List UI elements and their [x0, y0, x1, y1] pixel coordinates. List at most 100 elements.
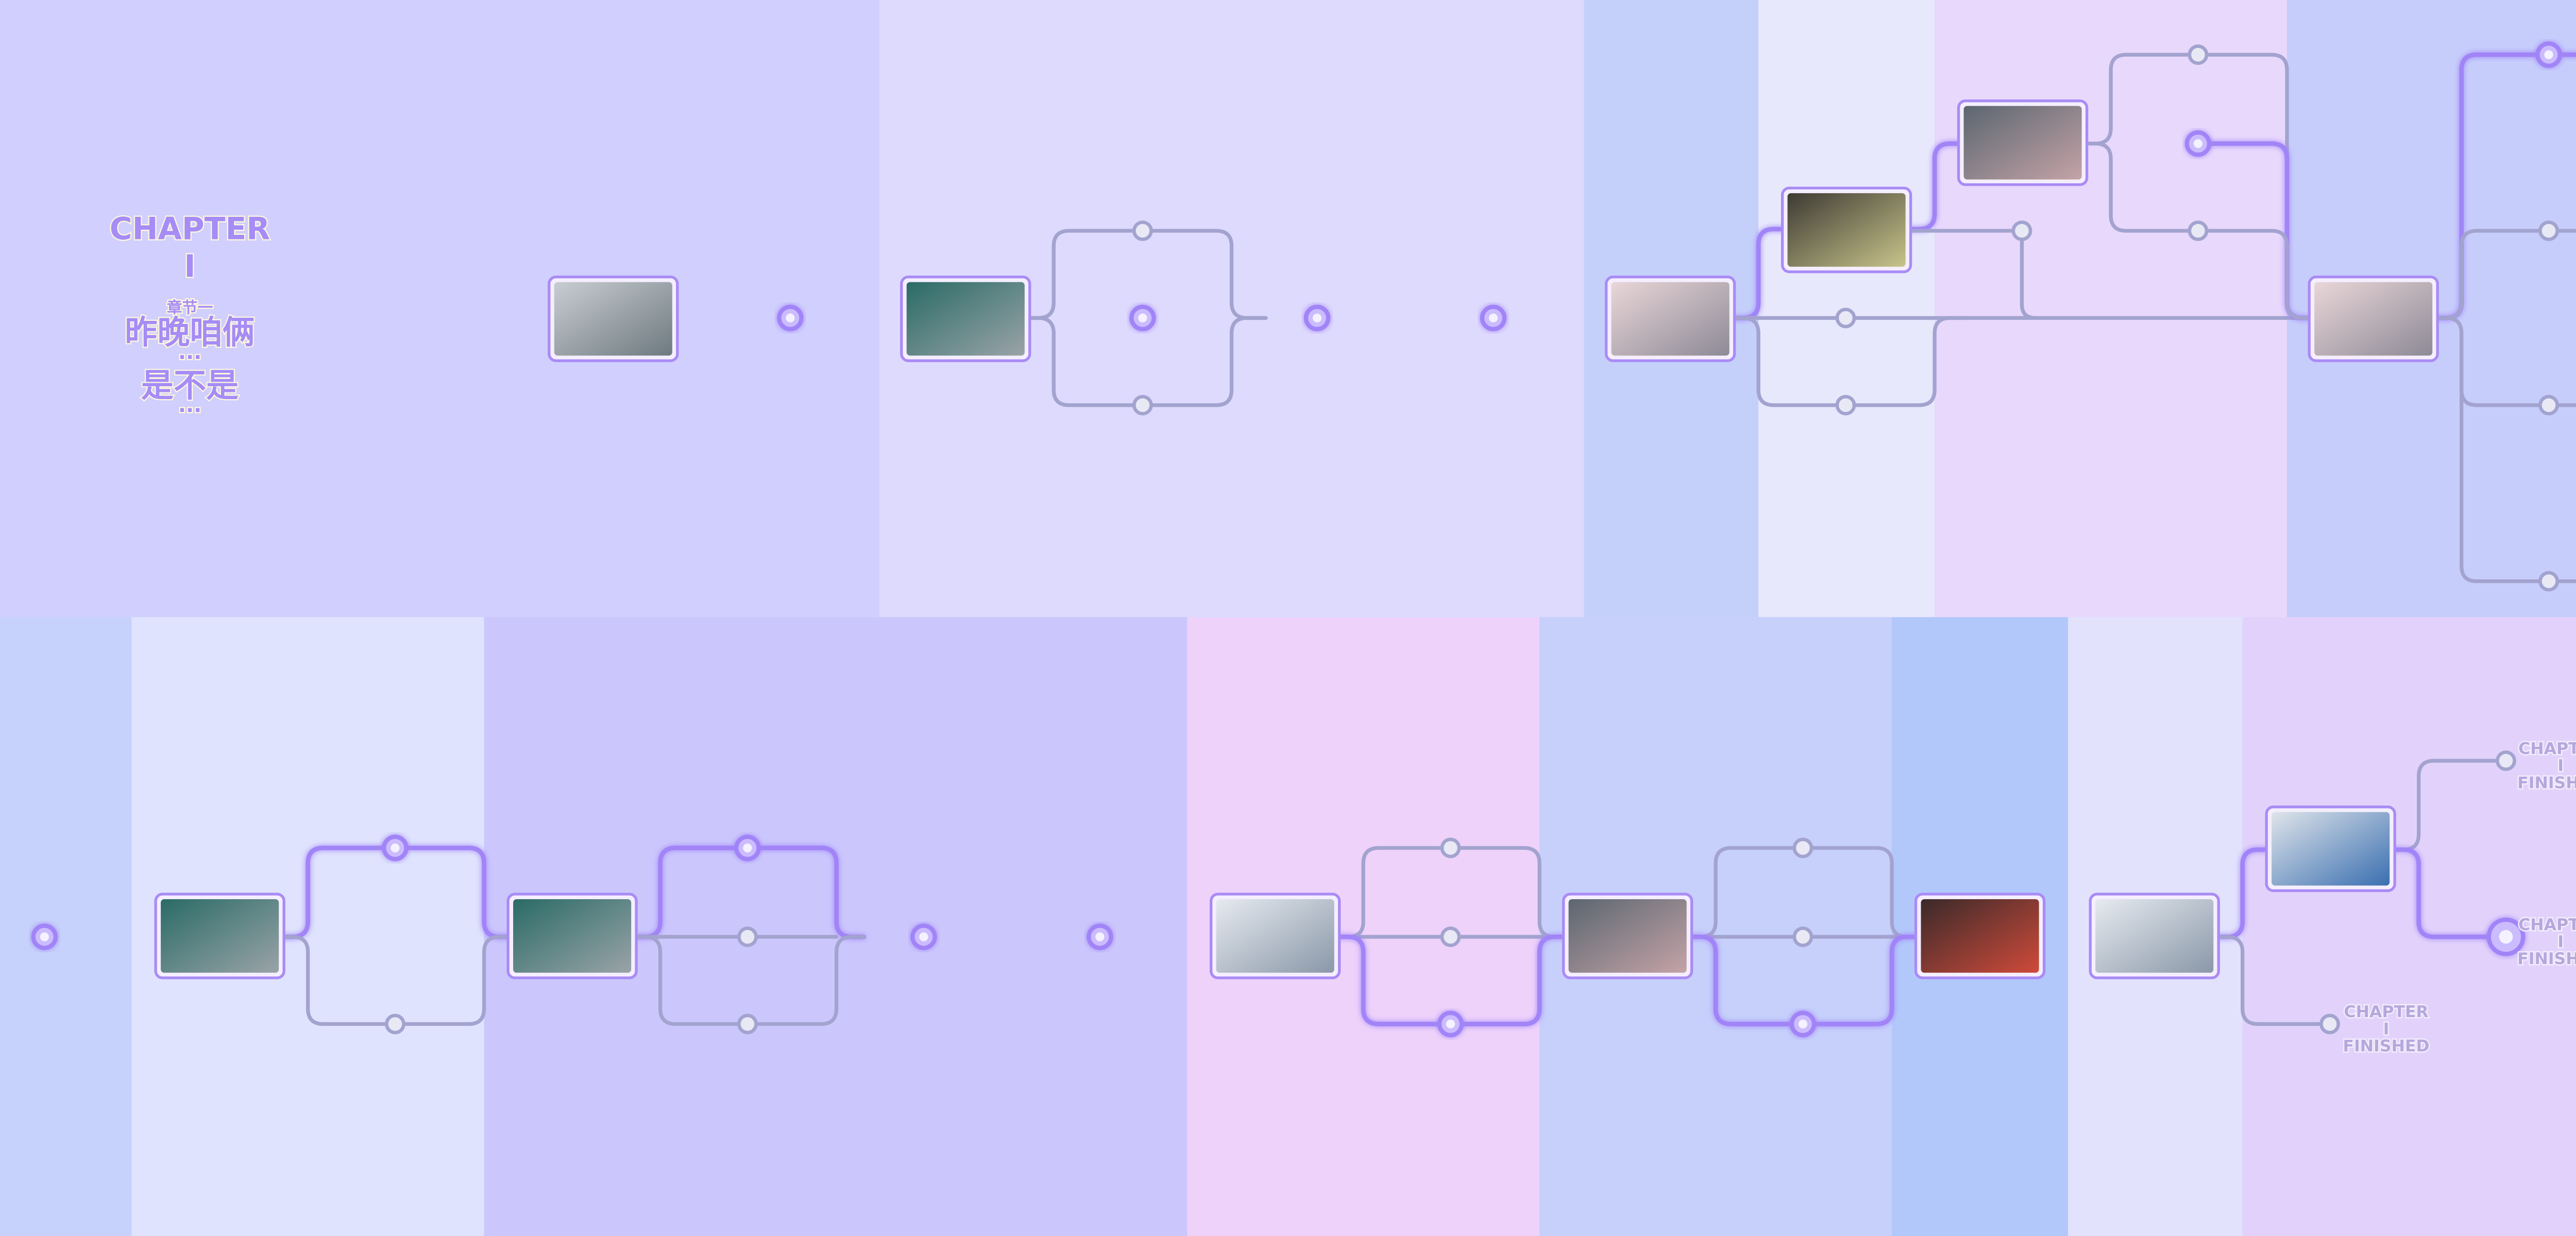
ending-label-line: FINISHED [2343, 1037, 2430, 1055]
unvisited-choice-node[interactable] [737, 1014, 758, 1035]
scene-thumbnails [154, 99, 2439, 980]
scene-image [1568, 899, 1687, 973]
node-highlight [786, 313, 795, 323]
scene-thumbnail[interactable] [548, 276, 679, 363]
scene-thumbnail[interactable] [2089, 892, 2220, 980]
node-highlight [40, 932, 49, 941]
unvisited-choice-node[interactable] [2496, 750, 2516, 771]
unvisited-choice-node[interactable] [2319, 1014, 2340, 1035]
ending-label-line: I [2383, 1020, 2389, 1038]
scene-image [1611, 282, 1730, 356]
unvisited-path [1141, 316, 1268, 407]
chapter-ellipsis1: ··· [178, 346, 201, 369]
scene-thumbnail[interactable] [506, 892, 638, 980]
unvisited-path [1028, 316, 1145, 407]
node-highlight [1488, 313, 1498, 323]
ending-label-line: FINISHED [2517, 950, 2576, 968]
unvisited-choice-node[interactable] [2188, 44, 2209, 65]
ending-label-line: I [2557, 933, 2564, 951]
unvisited-path [633, 935, 750, 1026]
chapter-title-line2: 是不是 [141, 366, 239, 404]
ending-label-line: I [2557, 757, 2564, 775]
chapter-subtitle: 章节一 [167, 299, 213, 317]
unvisited-choice-node[interactable] [2538, 571, 2559, 592]
unvisited-path [1731, 316, 1848, 407]
ending-label-3[interactable]: CHAPTER I FINISHED [2342, 1002, 2431, 1057]
visited-path [1687, 934, 1805, 1026]
unvisited-path [2083, 142, 2200, 233]
unvisited-path [280, 935, 397, 1026]
scene-image [1963, 106, 2082, 180]
unvisited-choice-node[interactable] [1792, 837, 1814, 859]
node-highlight [391, 843, 400, 853]
unvisited-choice-node[interactable] [1440, 926, 1461, 948]
visited-path [1448, 934, 1568, 1026]
unvisited-path [1843, 316, 1969, 407]
scene-thumbnail[interactable] [1210, 892, 1341, 980]
background-band [0, 617, 132, 1236]
chapter-title-line1: 昨晚咱俩 [125, 313, 255, 351]
scene-thumbnail[interactable] [154, 892, 285, 980]
unvisited-choice-node[interactable] [2538, 220, 2559, 242]
branch-nodes [31, 41, 2562, 1038]
chapter-title: CHAPTER I 章节一 昨晚咱俩 ··· 是不是 ··· [108, 210, 271, 423]
scene-image [1216, 899, 1334, 973]
visited-path [1801, 934, 1920, 1026]
scene-thumbnail[interactable] [1604, 276, 1736, 363]
scene-thumbnail[interactable] [1562, 892, 1693, 980]
visited-path [1906, 141, 1963, 232]
scene-image [1787, 193, 1906, 267]
scene-thumbnail[interactable] [900, 276, 1031, 363]
chapter-ellipsis2: ··· [178, 399, 201, 422]
node-highlight [1312, 313, 1322, 323]
unvisited-choice-node[interactable] [1792, 926, 1814, 948]
ending-label-line: FINISHED [2517, 774, 2576, 792]
scene-thumbnail[interactable] [1957, 99, 2089, 186]
unvisited-choice-node[interactable] [385, 1014, 405, 1035]
scene-image [2095, 899, 2214, 973]
unvisited-choice-node[interactable] [1132, 394, 1153, 416]
scene-thumbnail[interactable] [1914, 892, 2046, 980]
ending-label-line: CHAPTER [2518, 916, 2576, 934]
scene-image [906, 282, 1025, 356]
visited-path [1335, 934, 1453, 1026]
unvisited-path [2215, 935, 2332, 1026]
unvisited-choice-node[interactable] [2011, 220, 2032, 242]
scene-image [161, 899, 279, 973]
node-highlight [2499, 930, 2513, 944]
unvisited-choice-node[interactable] [1132, 220, 1153, 242]
node-highlight [1138, 313, 1147, 323]
ending-label-2[interactable]: CHAPTER I FINISHED [2516, 914, 2576, 969]
unvisited-path [2434, 316, 2551, 583]
scene-thumbnail[interactable] [2265, 805, 2396, 892]
node-highlight [1446, 1019, 1455, 1029]
node-highlight [743, 843, 752, 853]
ending-label-line: CHAPTER [2518, 740, 2576, 758]
node-highlight [1798, 1019, 1808, 1029]
unvisited-choice-node[interactable] [737, 926, 758, 948]
scene-image [2314, 282, 2433, 356]
background-band [0, 0, 879, 617]
unvisited-path [2196, 229, 2313, 320]
node-highlight [2544, 50, 2553, 59]
unvisited-choice-node[interactable] [2188, 220, 2209, 242]
chapter-label: CHAPTER [110, 212, 270, 247]
ending-label-line: CHAPTER [2344, 1003, 2428, 1021]
node-highlight [2193, 139, 2203, 148]
visited-path [2391, 847, 2509, 939]
unvisited-choice-node[interactable] [1835, 307, 1856, 329]
scene-image [554, 282, 672, 356]
chapter-number: I [184, 249, 195, 285]
node-highlight [1095, 932, 1105, 941]
unvisited-choice-node[interactable] [2538, 394, 2559, 416]
ending-label-1[interactable]: CHAPTER I FINISHED [2516, 739, 2576, 794]
scene-thumbnail[interactable] [1781, 186, 1912, 273]
unvisited-path [2020, 229, 2038, 320]
unvisited-path [393, 935, 512, 1026]
unvisited-choice-node[interactable] [1835, 394, 1856, 416]
unvisited-choice-node[interactable] [1440, 837, 1461, 859]
scene-thumbnail[interactable] [2308, 276, 2439, 363]
scene-image [1921, 899, 2039, 973]
